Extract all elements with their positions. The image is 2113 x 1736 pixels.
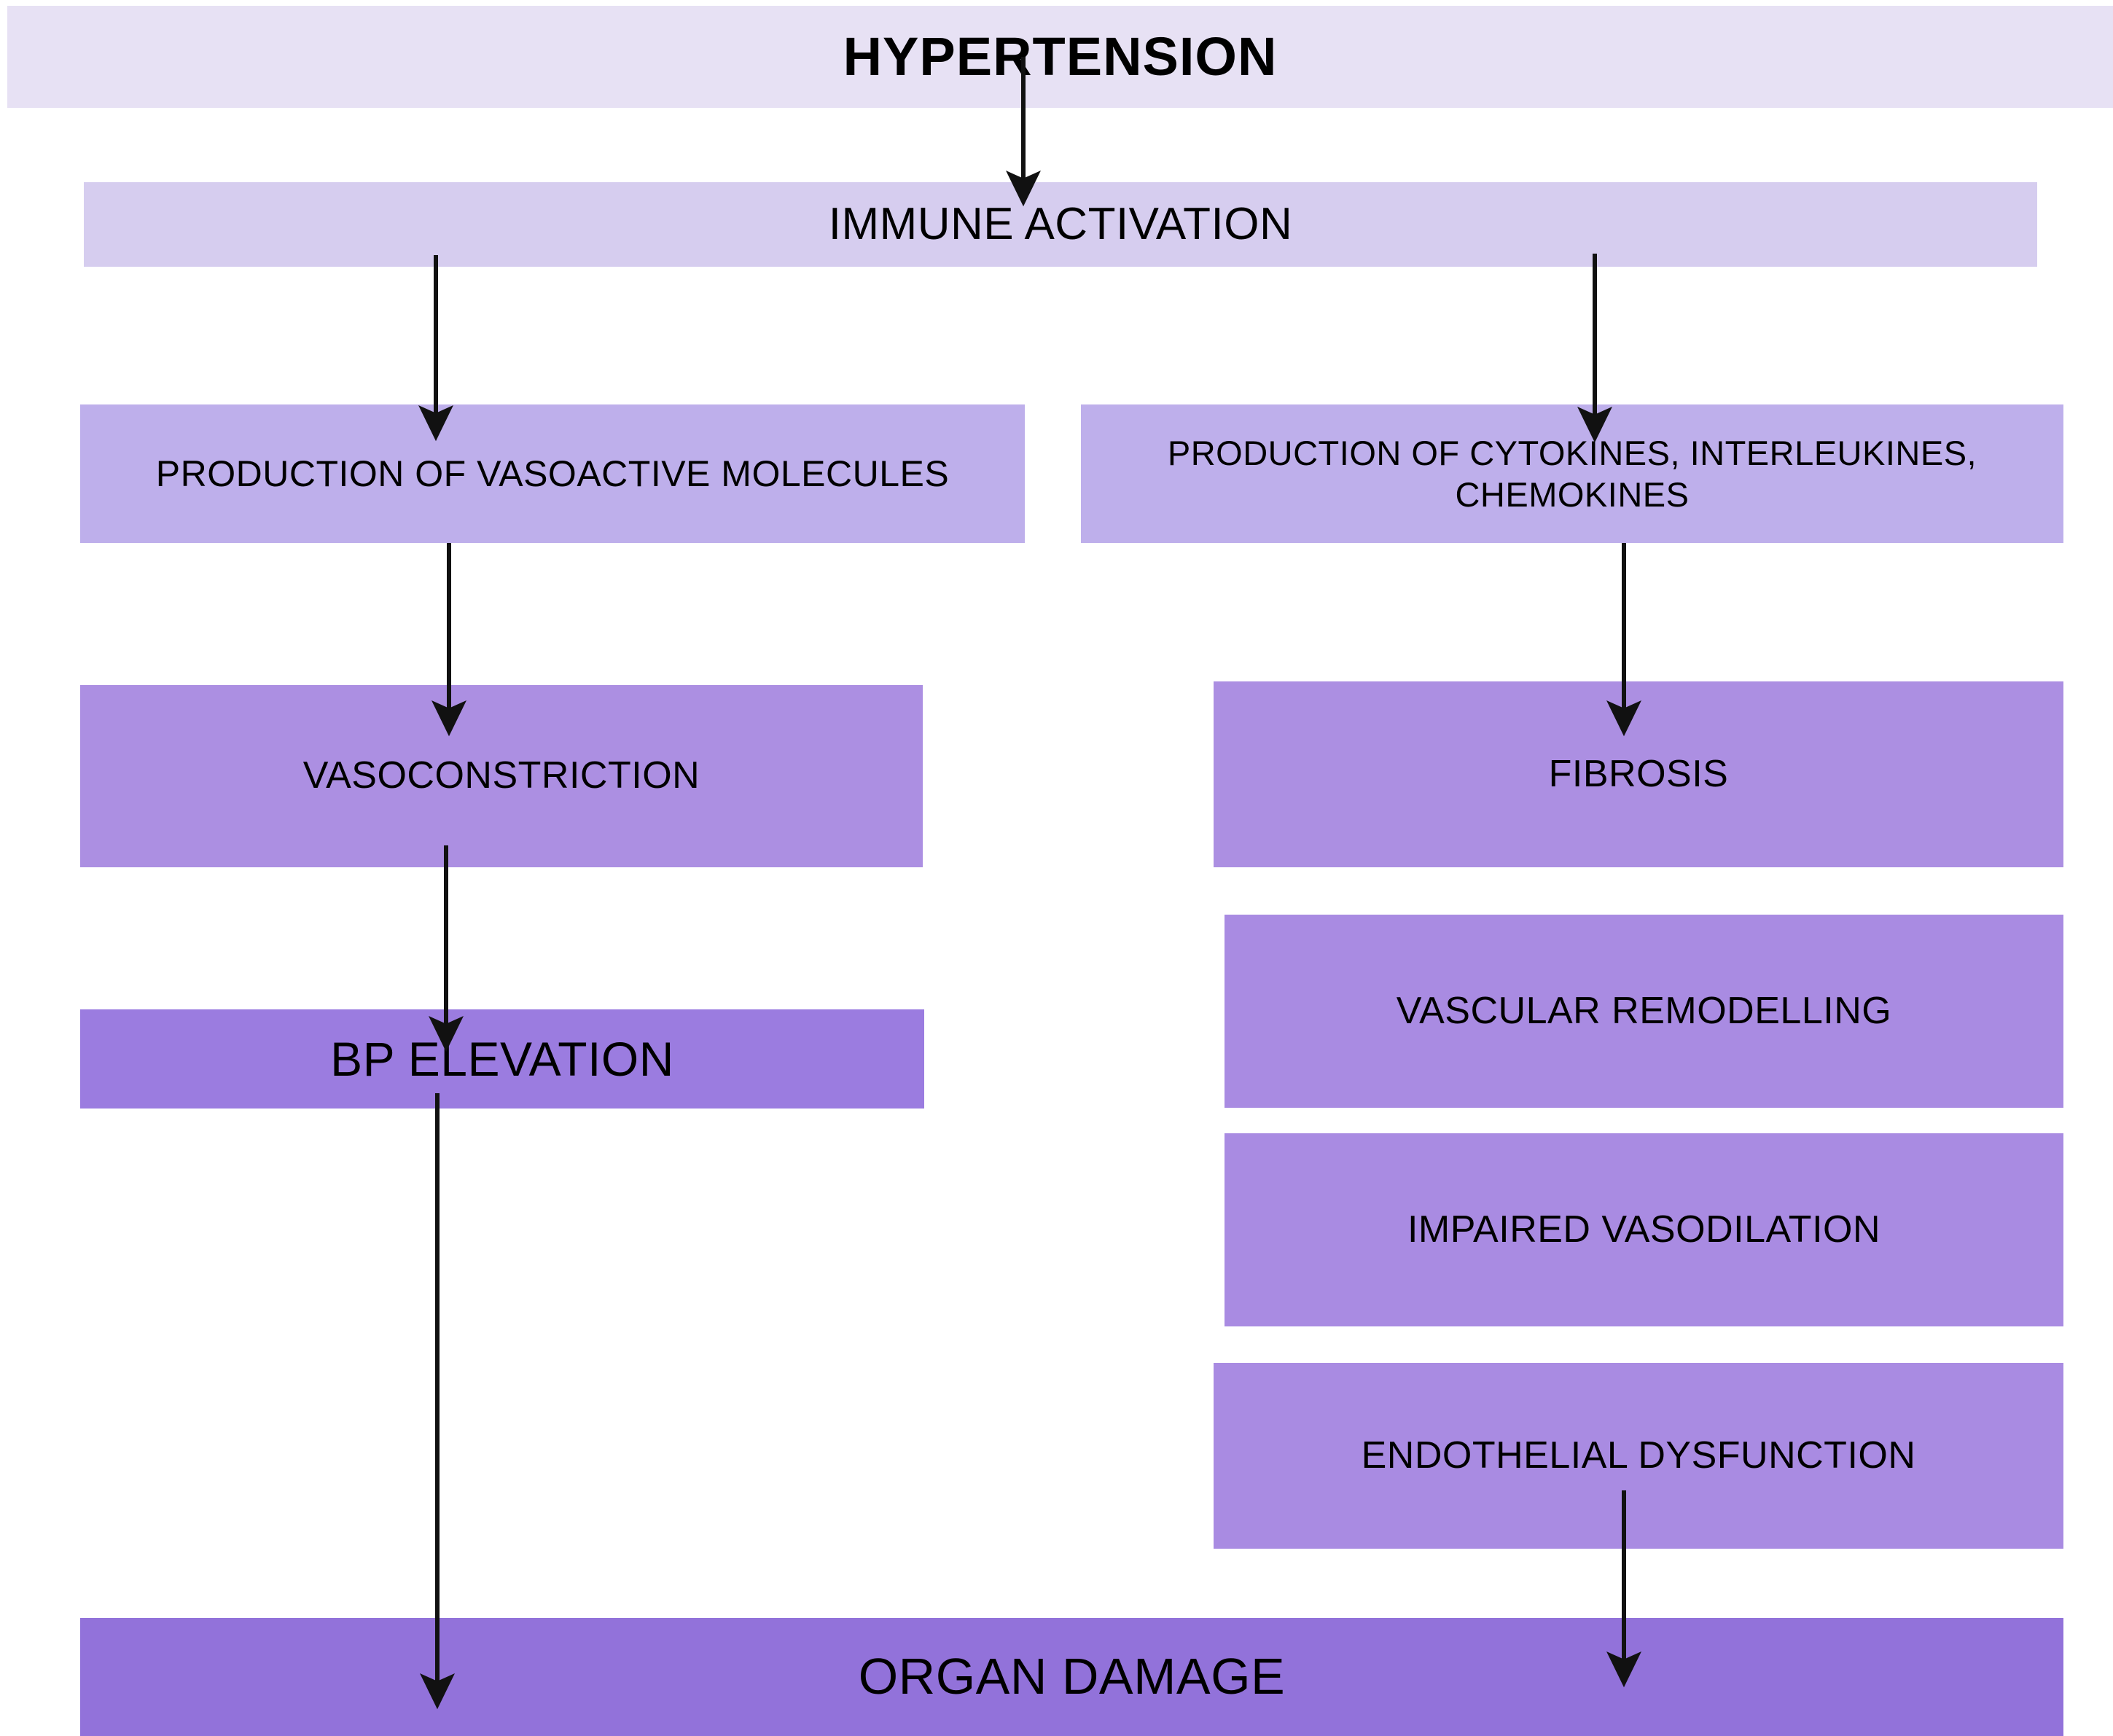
node-production-of-cytokines-interleukines-chemokines: PRODUCTION OF CYTOKINES, INTERLEUKINES, …	[1081, 404, 2063, 543]
node-immune-activation: IMMUNE ACTIVATION	[84, 182, 2037, 267]
node-fibrosis: FIBROSIS	[1214, 681, 2063, 867]
node-impaired-vasodilation: IMPAIRED VASODILATION	[1225, 1133, 2063, 1326]
node-production-of-vasoactive-molecules: PRODUCTION OF VASOACTIVE MOLECULES	[80, 404, 1025, 543]
node-vasoconstriction: VASOCONSTRICTION	[80, 685, 923, 867]
node-bp-elevation: BP ELEVATION	[80, 1009, 924, 1109]
node-hypertension: HYPERTENSION	[7, 6, 2113, 108]
node-organ-damage: ORGAN DAMAGE	[80, 1618, 2063, 1736]
node-vascular-remodelling: VASCULAR REMODELLING	[1225, 915, 2063, 1108]
node-endothelial-dysfunction: ENDOTHELIAL DYSFUNCTION	[1214, 1363, 2063, 1549]
